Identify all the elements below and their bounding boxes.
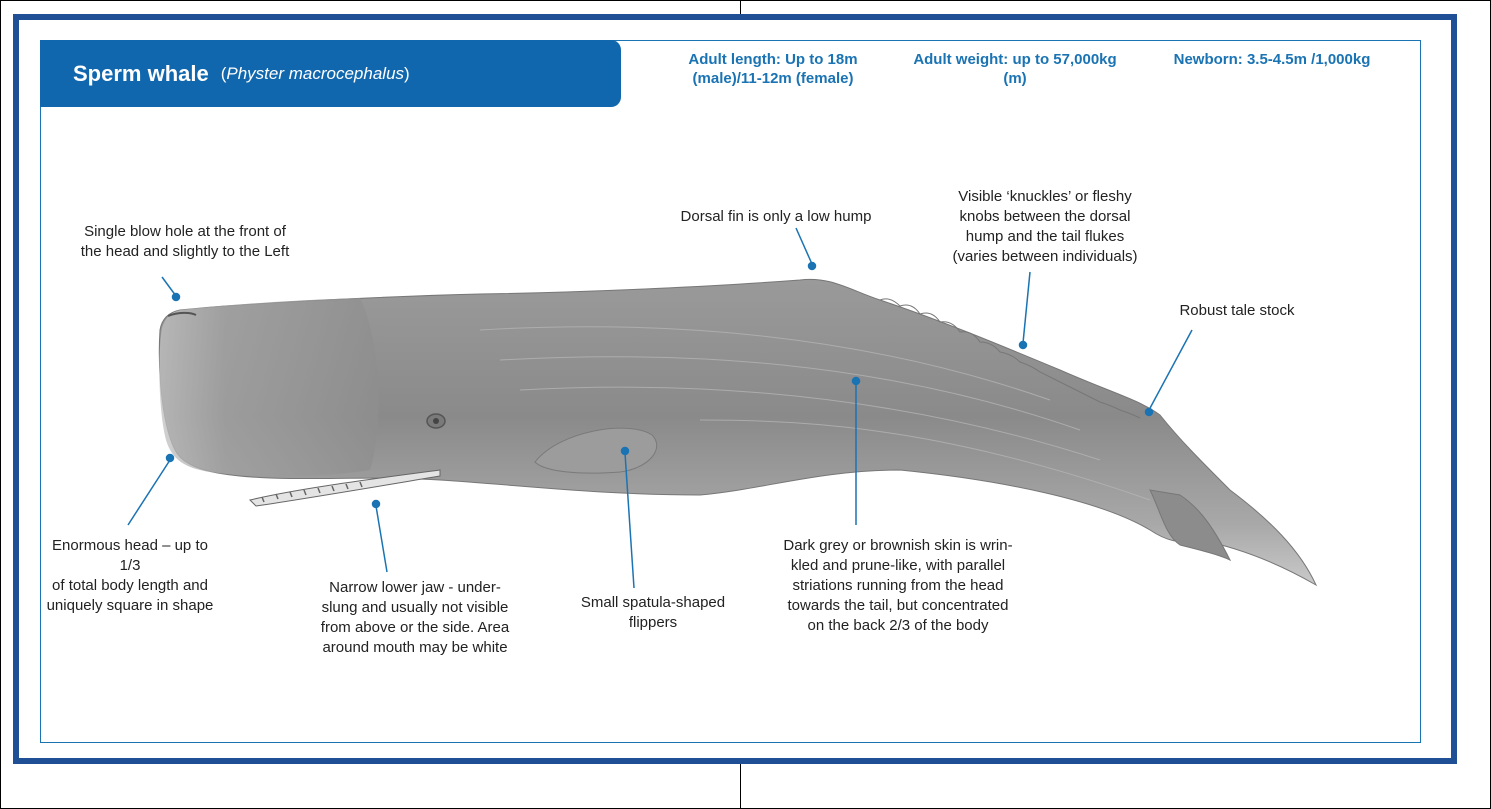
tailstock-leader — [1149, 330, 1192, 410]
skin-label: Dark grey or brownish skin is wrin- kled… — [760, 536, 1036, 636]
lower-jaw-label: Narrow lower jaw - under- slung and usua… — [300, 578, 530, 658]
dorsal-fin-label: Dorsal fin is only a low hump — [660, 207, 892, 227]
tail-stock-label: Robust tale stock — [1160, 301, 1314, 321]
head-leader — [128, 460, 170, 525]
knuckles-leader — [1023, 272, 1030, 343]
dorsal-leader — [796, 228, 812, 264]
blowhole-label: Single blow hole at the front of the hea… — [55, 222, 315, 262]
blowhole-leader — [162, 277, 176, 296]
whale-head — [159, 298, 378, 476]
flippers-label: Small spatula-shaped flippers — [570, 593, 736, 633]
head-label: Enormous head – up to 1/3 of total body … — [40, 536, 220, 616]
jaw-leader — [376, 506, 387, 572]
knuckles-label: Visible ‘knuckles’ or fleshy knobs betwe… — [930, 187, 1160, 267]
